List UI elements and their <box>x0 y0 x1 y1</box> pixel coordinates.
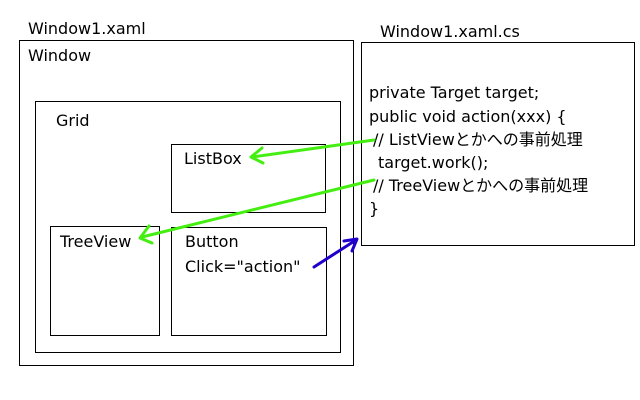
button-label: Button <box>185 232 239 251</box>
xaml-file-title: Window1.xaml <box>28 19 146 38</box>
code-line: // ListViewとかへの事前処理 <box>373 130 583 149</box>
code-line: target.work(); <box>378 153 489 172</box>
grid-label: Grid <box>56 111 90 130</box>
button-click-attr: Click="action" <box>185 257 301 276</box>
code-line: private Target target; <box>369 83 540 102</box>
button-box: Button Click="action" <box>171 227 327 336</box>
code-behind-box: private Target target; public void actio… <box>361 42 635 246</box>
treeview-box: TreeView <box>50 226 160 336</box>
listbox-label: ListBox <box>184 149 242 168</box>
code-line: public void action(xxx) { <box>369 107 567 126</box>
cs-file-title: Window1.xaml.cs <box>380 22 520 41</box>
code-line: // TreeViewとかへの事前処理 <box>373 176 589 195</box>
code-line: } <box>369 199 380 218</box>
listbox-box: ListBox <box>171 144 326 213</box>
treeview-label: TreeView <box>60 232 132 251</box>
window-label: Window <box>28 46 92 65</box>
